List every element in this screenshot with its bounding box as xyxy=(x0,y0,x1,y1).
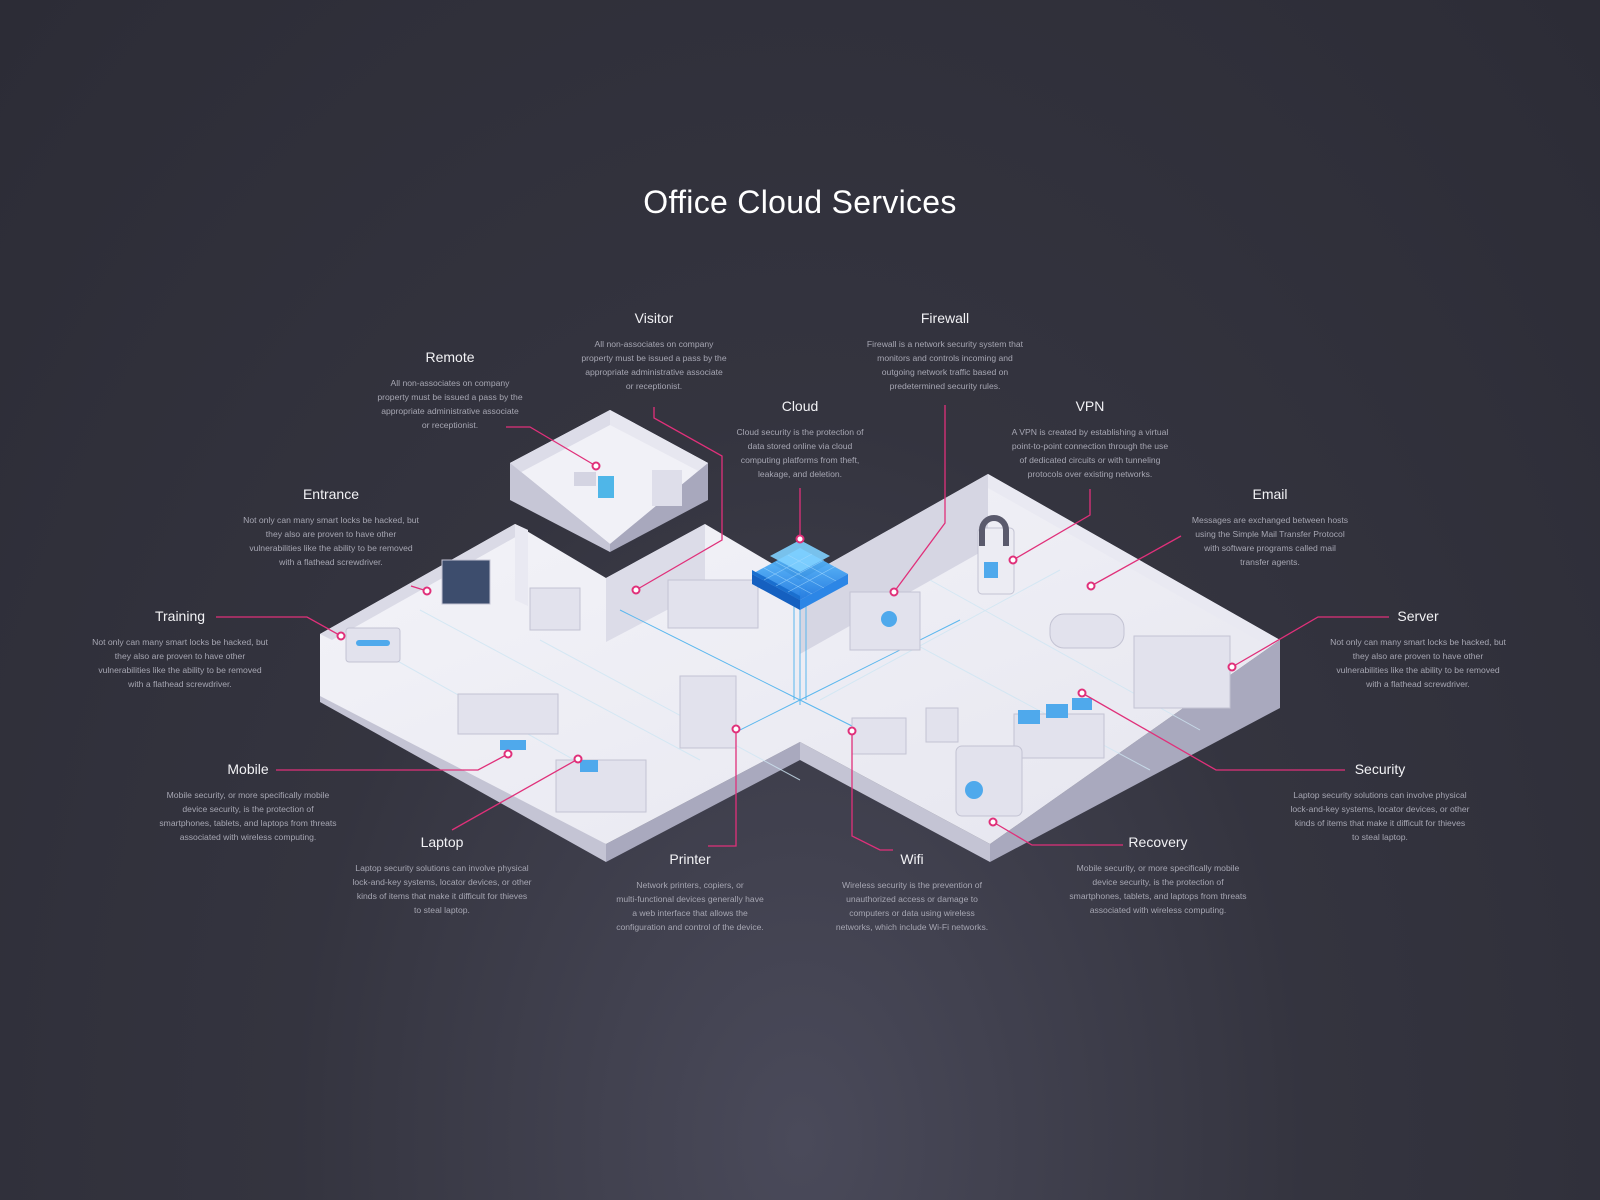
label-mobile: Mobile Mobile security, or more specific… xyxy=(138,761,358,844)
label-laptop: Laptop Laptop security solutions can inv… xyxy=(332,834,552,917)
label-description: Laptop security solutions can involve ph… xyxy=(352,863,532,916)
label-email: Email Messages are exchanged between hos… xyxy=(1160,486,1380,569)
label-title: Wifi xyxy=(900,851,924,867)
label-title: Entrance xyxy=(302,486,360,502)
label-title: Security xyxy=(1354,761,1406,777)
page-title: Office Cloud Services xyxy=(643,184,957,220)
lock-icon xyxy=(979,515,1009,578)
callout-lines xyxy=(216,405,1389,851)
label-recovery: Recovery Mobile security, or more specif… xyxy=(1048,834,1268,917)
label-server: Server Not only can many smart locks be … xyxy=(1308,608,1528,691)
cloud-cubes xyxy=(752,540,848,610)
label-title: Email xyxy=(1252,486,1288,502)
label-description: Mobile security, or more specifically mo… xyxy=(1069,863,1247,916)
label-title: Mobile xyxy=(227,761,269,777)
label-training: Training Not only can many smart locks b… xyxy=(70,608,290,691)
label-title: Laptop xyxy=(420,834,464,850)
label-title: Remote xyxy=(425,349,475,365)
label-cloud: Cloud Cloud security is the protection o… xyxy=(700,398,900,481)
label-wifi: Wifi Wireless security is the prevention… xyxy=(810,851,1014,934)
label-title: Firewall xyxy=(920,310,970,326)
label-description: Mobile security, or more specifically mo… xyxy=(159,790,337,843)
label-description: Not only can many smart locks be hacked,… xyxy=(1330,637,1506,690)
label-title: Printer xyxy=(669,851,711,867)
label-title: Visitor xyxy=(634,310,674,326)
label-security: Security Laptop security solutions can i… xyxy=(1270,761,1490,844)
label-description: Firewall is a network security system th… xyxy=(866,339,1024,392)
label-title: VPN xyxy=(1075,398,1105,414)
label-title: Recovery xyxy=(1128,834,1188,850)
label-title: Training xyxy=(154,608,206,624)
label-entrance: Entrance Not only can many smart locks b… xyxy=(221,486,441,569)
main-office-floor xyxy=(320,474,1280,862)
label-title: Server xyxy=(1397,608,1439,624)
office-furniture xyxy=(345,527,1231,817)
label-description: Not only can many smart locks be hacked,… xyxy=(243,515,419,568)
label-title: Cloud xyxy=(781,398,819,414)
cloud-network-lines xyxy=(619,585,961,741)
label-description: A VPN is created by establishing a virtu… xyxy=(1011,427,1169,480)
screen-accents xyxy=(356,611,1092,799)
label-description: Laptop security solutions can involve ph… xyxy=(1290,790,1470,843)
label-vpn: VPN A VPN is created by establishing a v… xyxy=(990,398,1190,481)
label-firewall: Firewall Firewall is a network security … xyxy=(845,310,1045,393)
label-description: Not only can many smart locks be hacked,… xyxy=(92,637,268,690)
callout-dots xyxy=(336,461,1237,827)
